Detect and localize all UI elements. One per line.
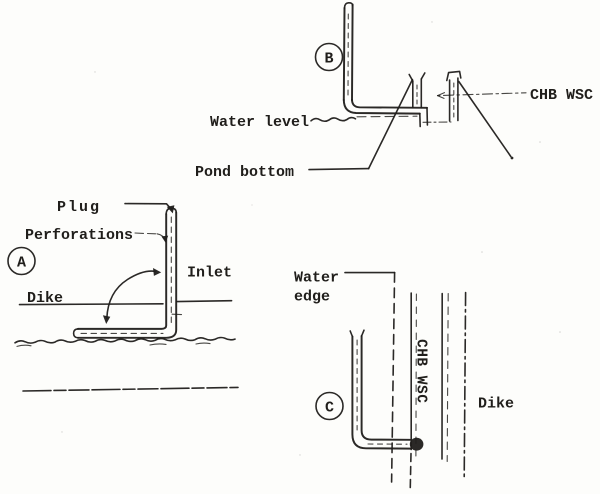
flow-arrow-head-top — [153, 268, 162, 276]
inlet-pipe-end-cap — [72, 328, 79, 339]
chb-wsc-label-c: CHB WSC — [413, 339, 429, 403]
canal-far-wall-dash — [446, 292, 449, 463]
dike-label-a: Dike — [27, 290, 63, 307]
chb-wsc-leader-line — [436, 92, 527, 97]
perforations-label: Perforations — [25, 227, 133, 244]
pipe-outlet-flange — [409, 437, 424, 451]
lower-boundary-line — [22, 386, 239, 392]
water-level-dash-under-pipe — [356, 115, 418, 118]
perforations-leader-dashes — [134, 232, 157, 235]
supply-pipe-inner-line — [360, 335, 411, 441]
section-marker-c-circle — [315, 391, 344, 421]
chb-wsc-label-b: CHB WSC — [530, 87, 593, 104]
dike-label-c: Dike — [478, 395, 514, 412]
scan-speckle — [61, 21, 561, 456]
panel-b: B Water level Pond — [195, 1, 593, 181]
supply-pipe-outer-line — [351, 335, 412, 450]
water-edge-dashed-line — [390, 271, 396, 483]
chb-wsc-leader-arrow — [436, 92, 446, 99]
section-marker-b-circle — [314, 42, 344, 72]
plug-leader-arrowhead — [166, 205, 175, 214]
pipe-top-line — [351, 99, 428, 109]
inlet-pipe-outer-line — [77, 211, 178, 339]
standpipe-right-line — [351, 3, 354, 101]
section-marker-c-letter: C — [325, 399, 334, 416]
riser2-cap — [446, 70, 462, 82]
water-level-label: Water level — [210, 114, 309, 131]
water-edge-label-line2: edge — [294, 288, 330, 305]
perforations-leader-arrowhead — [161, 235, 169, 243]
dike-line-left-segment — [18, 303, 164, 306]
slope-line-end-dot — [510, 156, 514, 160]
pond-bottom-line — [308, 167, 370, 171]
pipe-bottom-line — [342, 99, 421, 115]
pond-bottom-label: Pond bottom — [195, 164, 294, 181]
section-marker-a-letter: A — [17, 254, 26, 271]
inlet-label: Inlet — [187, 264, 232, 281]
inlet-pipe-inner-line — [77, 213, 168, 330]
plug-label: Plug — [57, 199, 101, 216]
dike-inner-slope-line — [367, 78, 414, 170]
dike-line-right-segment — [176, 299, 233, 303]
dike-outer-slope-line — [458, 80, 512, 158]
water-level-wavy-line — [310, 116, 357, 123]
water-edge-label-line1: Water — [294, 269, 339, 286]
riser1-cap-right-tick — [420, 72, 426, 80]
ground-texture-marks — [16, 342, 211, 347]
standpipe-top-cap — [343, 1, 354, 9]
flow-arrow-curve — [106, 270, 157, 320]
supply-pipe-cap-left-tick — [349, 330, 354, 338]
section-marker-b-letter: B — [324, 50, 333, 67]
flow-arrow-head-bottom — [102, 315, 111, 324]
panel-a: A Plug Perforations Inlet Dike — [7, 199, 239, 392]
dike-edge-line — [463, 291, 467, 480]
canal-near-wall-companion-dash — [415, 293, 417, 457]
standpipe-left-line — [342, 7, 346, 101]
ground-wavy-line — [14, 336, 236, 344]
canal-near-wall-dash-below — [409, 452, 412, 492]
plug-leader-line — [124, 202, 173, 211]
section-marker-a-circle — [7, 246, 36, 276]
supply-pipe-cap-right-tick — [360, 329, 365, 337]
panel-c: C Water edge CHB WSC Dike — [294, 269, 514, 492]
inlet-pipe-top-cap — [165, 207, 177, 215]
